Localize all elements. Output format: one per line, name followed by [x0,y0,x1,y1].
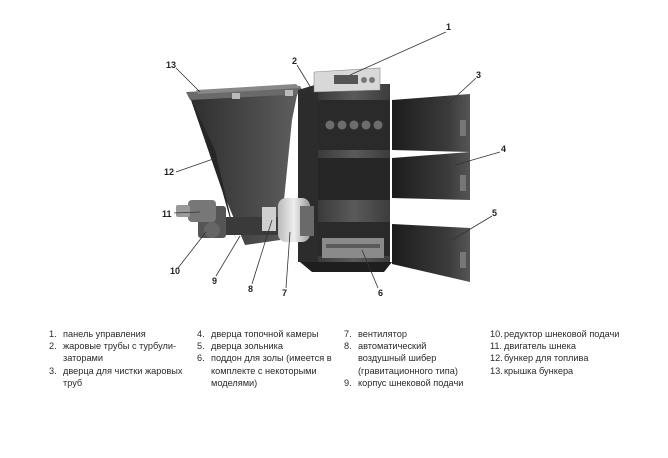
boiler-body [298,84,392,272]
callout-6: 6 [378,288,383,298]
legend-item: 3.дверца для чистки жаровых труб [49,365,189,389]
callout-7: 7 [282,288,287,298]
auger-motor [188,200,216,222]
callout-2: 2 [292,56,297,66]
legend-item: 10.редуктор шнековой подачи [490,328,660,340]
callout-10: 10 [170,266,180,276]
control-panel [314,68,380,92]
legend-item: 11.двигатель шнека [490,340,660,352]
callout-9: 9 [212,276,217,286]
ash-door [392,224,470,282]
legend-column-2: 4.дверца топочной камеры 5.дверца зольни… [197,328,337,389]
callout-5: 5 [492,208,497,218]
callout-4: 4 [501,144,506,154]
callout-13: 13 [166,60,176,70]
combustion-door [392,152,470,200]
legend-column-3: 7.вентилятор 8.автоматический воздушный … [344,328,474,389]
cleaning-door [392,94,470,152]
legend-column-1: 1.панель управления 2.жаровые трубы с ту… [49,328,189,389]
legend-item: 9.корпус шнековой подачи [344,377,474,389]
legend-item: 4.дверца топочной камеры [197,328,337,340]
legend-item: 13.крышка бункера [490,365,660,377]
callout-8: 8 [248,284,253,294]
legend-item: 8.автоматический воздушный шибер (гравит… [344,340,474,377]
legend-item: 7.вентилятор [344,328,474,340]
legend-column-4: 10.редуктор шнековой подачи 11.двигатель… [490,328,660,377]
callout-11: 11 [162,209,172,219]
legend-item: 1.панель управления [49,328,189,340]
legend-item: 6.поддон для золы (имеется в комплекте с… [197,352,337,389]
legend-item: 12.бункер для топлива [490,352,660,364]
legend-item: 5.дверца зольника [197,340,337,352]
callout-1: 1 [446,22,451,32]
legend-item: 2.жаровые трубы с турбули-заторами [49,340,189,364]
boiler-diagram: 1 2 3 4 5 6 7 8 9 10 11 12 13 [0,0,668,310]
callout-3: 3 [476,70,481,80]
callout-12: 12 [164,167,174,177]
